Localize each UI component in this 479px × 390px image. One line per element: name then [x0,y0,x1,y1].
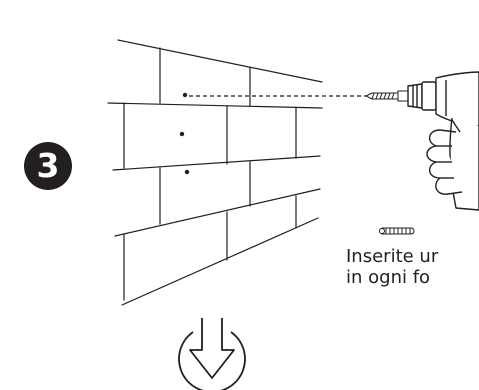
power-drill-icon [407,71,479,211]
drill-hole [184,169,190,175]
drill-hole [179,131,185,137]
drill-hole [182,92,188,98]
drill-hole-markers [179,92,190,175]
step-number-badge: 3 [24,142,72,190]
caption-line-2: in ogni fo [346,267,431,288]
brick-wall-icon [107,39,323,306]
instruction-caption: Inserite ur in ogni fo [346,246,479,288]
down-arrow-icon [178,318,246,390]
drill-bit-icon [364,90,409,102]
wall-plug-icon [379,227,415,235]
caption-line-1: Inserite ur [346,246,439,267]
